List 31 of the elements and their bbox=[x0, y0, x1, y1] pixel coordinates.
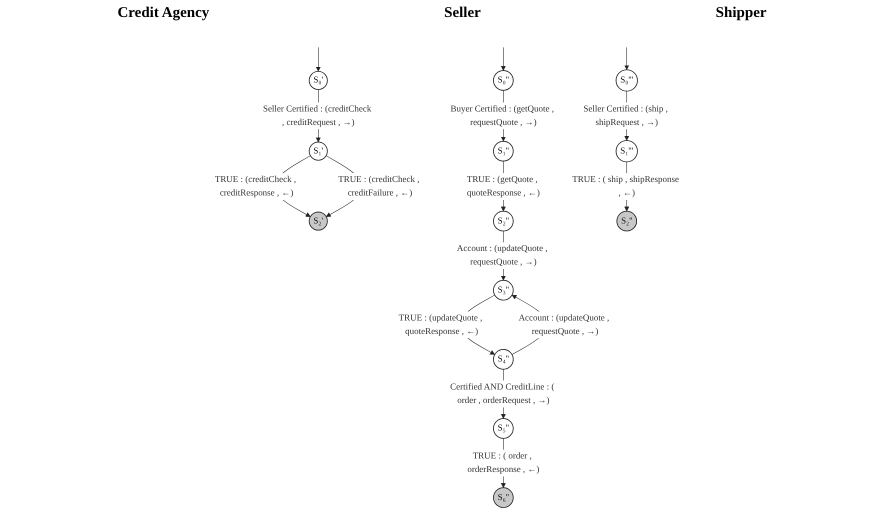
edge-label: TRUE : (getQuote , quoteResponse , ←) bbox=[467, 174, 540, 198]
node-circle: S₆'' bbox=[493, 487, 514, 508]
node-circle: S₀' bbox=[309, 70, 328, 90]
node-circle: S₁''' bbox=[616, 140, 638, 162]
arrow bbox=[624, 47, 630, 70]
edge-label: Certified AND CreditLine : ( order , orderRequest , →) bbox=[450, 382, 555, 406]
edge-label: TRUE : (creditCheck , creditResponse , ←) bbox=[215, 174, 296, 198]
node-circle: S₄'' bbox=[493, 349, 514, 370]
edge-label: Seller Certified : (ship , shipRequest , →) bbox=[584, 104, 668, 128]
edge-label: TRUE : ( order , orderResponse , ←) bbox=[468, 451, 540, 474]
edge-label: Seller Certified : (creditCheck , creditRequest , →) bbox=[263, 104, 372, 128]
column-heading: Credit Agency bbox=[117, 4, 210, 22]
node-circle: S₅'' bbox=[493, 418, 514, 439]
node-circle: S₀'' bbox=[493, 70, 514, 91]
node-circle: S₂'' bbox=[616, 210, 638, 232]
arrow bbox=[316, 47, 322, 72]
edge-label: Account : (updateQuote , requestQuote , →) bbox=[457, 244, 548, 267]
edge-label: Account : (updateQuote , requestQuote , →) bbox=[518, 313, 610, 336]
node-circle: S₁'' bbox=[493, 140, 514, 162]
node-circle: S₀''' bbox=[616, 69, 638, 92]
node-circle: S₃'' bbox=[493, 280, 514, 301]
node-circle: S₂' bbox=[309, 212, 328, 231]
node-circle: S₁' bbox=[309, 142, 328, 161]
edge-label: TRUE : (creditCheck , creditFailure , ←) bbox=[338, 174, 420, 198]
arrow bbox=[501, 47, 506, 71]
edge-label: Buyer Certified : (getQuote , requestQuote , →) bbox=[450, 104, 554, 128]
column-heading: Seller bbox=[444, 4, 481, 22]
node-circle: S₂'' bbox=[493, 210, 514, 232]
column-heading: Shipper bbox=[716, 4, 767, 22]
edge-label: TRUE : (updateQuote , quoteResponse , ←) bbox=[399, 313, 483, 336]
edge-label: TRUE : ( ship , shipResponse , ←) bbox=[572, 174, 680, 198]
